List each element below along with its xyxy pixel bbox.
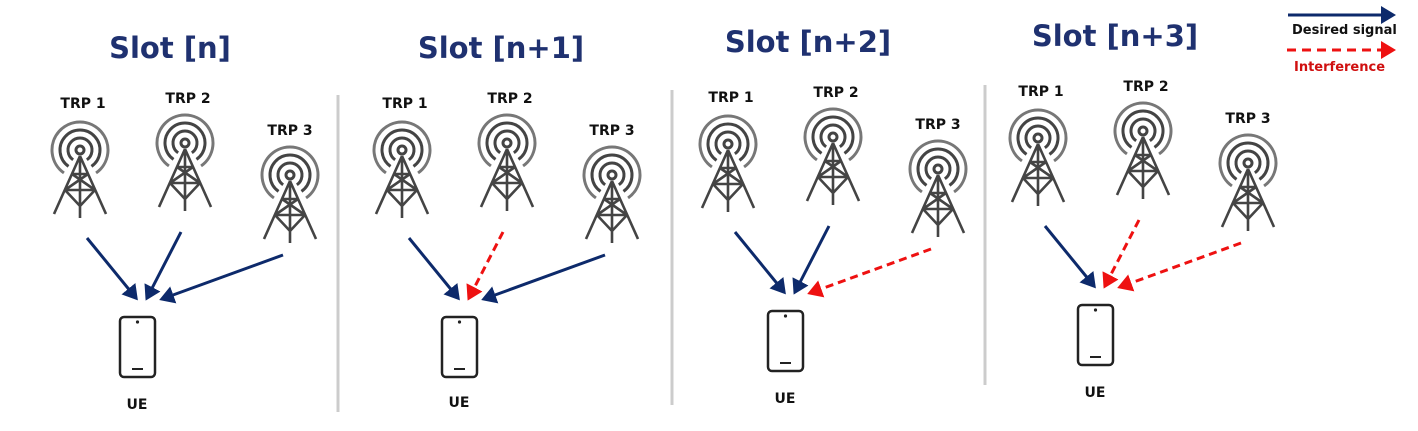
trp-tower-icon [1113, 101, 1173, 199]
trp-tower-icon [1218, 133, 1278, 231]
desired-signal-arrow [159, 253, 284, 304]
legend: Desired signal Interference [1287, 6, 1397, 75]
interference-arrow [1102, 219, 1141, 289]
trp-tower-icon [803, 107, 863, 205]
ue-phone-icon [118, 315, 157, 379]
slot-panel: Slot [n] TRP 1 TRP 2 TRP 3 UE [50, 31, 320, 413]
trp-label: TRP 3 [267, 123, 312, 139]
trp-tower-icon [698, 114, 758, 212]
legend-interference-label: Interference [1294, 60, 1385, 75]
trp-label: TRP 2 [813, 85, 858, 101]
slot-panel: Slot [n+2] TRP 1 TRP 2 TRP 3 UE [698, 25, 968, 407]
trp-label: TRP 3 [915, 117, 960, 133]
trp-label: TRP 1 [708, 90, 753, 106]
desired-signal-arrow [481, 253, 606, 304]
ue-phone-icon [1076, 303, 1115, 367]
trp-tower-icon [155, 113, 215, 211]
trp-label: TRP 2 [1123, 79, 1168, 95]
slot-title: Slot [n+3] [1032, 19, 1198, 53]
desired-signal-arrow [144, 231, 183, 301]
interference-arrow [466, 231, 505, 301]
trp-label: TRP 3 [589, 123, 634, 139]
desired-signal-arrow [1043, 225, 1096, 289]
trp-tower-icon [582, 145, 642, 243]
trp-tower-icon [372, 120, 432, 218]
desired-signal-arrow [792, 225, 831, 295]
ue-label: UE [1085, 385, 1106, 401]
ue-label: UE [775, 391, 796, 407]
slot-panel: Slot [n+3] TRP 1 TRP 2 TRP 3 UE [1008, 19, 1278, 401]
interference-arrow [1117, 241, 1242, 292]
ue-label: UE [449, 395, 470, 411]
slot-title: Slot [n+2] [725, 25, 891, 59]
desired-signal-arrow [733, 231, 786, 295]
trp-label: TRP 3 [1225, 111, 1270, 127]
interference-arrow [807, 247, 932, 298]
slot-title: Slot [n+1] [418, 31, 584, 65]
trp-label: TRP 1 [60, 96, 105, 112]
trp-label: TRP 1 [1018, 84, 1063, 100]
trp-tower-icon [260, 145, 320, 243]
trp-tower-icon [50, 120, 110, 218]
trp-label: TRP 1 [382, 96, 427, 112]
ue-phone-icon [440, 315, 479, 379]
trp-label: TRP 2 [487, 91, 532, 107]
trp-tower-icon [1008, 108, 1068, 206]
ue-label: UE [127, 397, 148, 413]
legend-desired-label: Desired signal [1292, 23, 1397, 38]
slot-panel: Slot [n+1] TRP 1 TRP 2 TRP 3 UE [372, 31, 642, 411]
desired-signal-arrow [85, 237, 138, 301]
slot-title: Slot [n] [109, 31, 231, 65]
ue-phone-icon [766, 309, 805, 373]
trp-label: TRP 2 [165, 91, 210, 107]
trp-tower-icon [477, 113, 537, 211]
trp-tower-icon [908, 139, 968, 237]
desired-signal-arrow [407, 237, 460, 301]
